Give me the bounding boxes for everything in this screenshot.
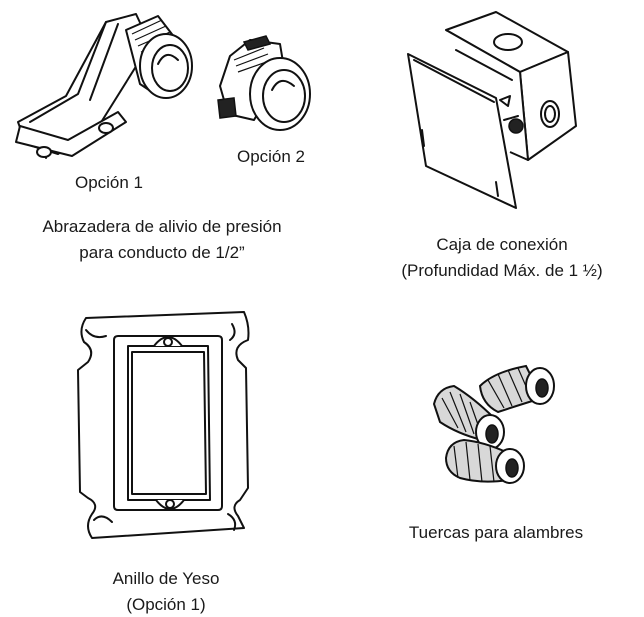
plaster-ring-label-line1: Anillo de Yeso xyxy=(112,569,220,588)
clamp-caption-line2: para conducto de 1/2” xyxy=(79,243,245,262)
wire-nuts-label: Tuercas para alambres xyxy=(408,523,584,542)
plaster-ring-icon xyxy=(72,306,258,544)
wire-nuts-icon xyxy=(424,358,564,490)
junction-box-label-line2: (Profundidad Máx. de 1 ½) xyxy=(401,261,603,280)
plaster-ring-label-line2: (Opción 1) xyxy=(126,595,206,614)
junction-box-label-line1: Caja de conexión xyxy=(436,235,568,254)
conduit-clamp-elbow-icon xyxy=(8,4,204,164)
clamp-caption-line1: Abrazadera de alivio de presión xyxy=(42,217,282,236)
clamp-option1-label: Opción 1 xyxy=(74,173,144,192)
conduit-clamp-straight-icon xyxy=(214,34,318,142)
clamp-option2-label: Opción 2 xyxy=(236,147,306,166)
junction-box-icon xyxy=(400,6,582,214)
